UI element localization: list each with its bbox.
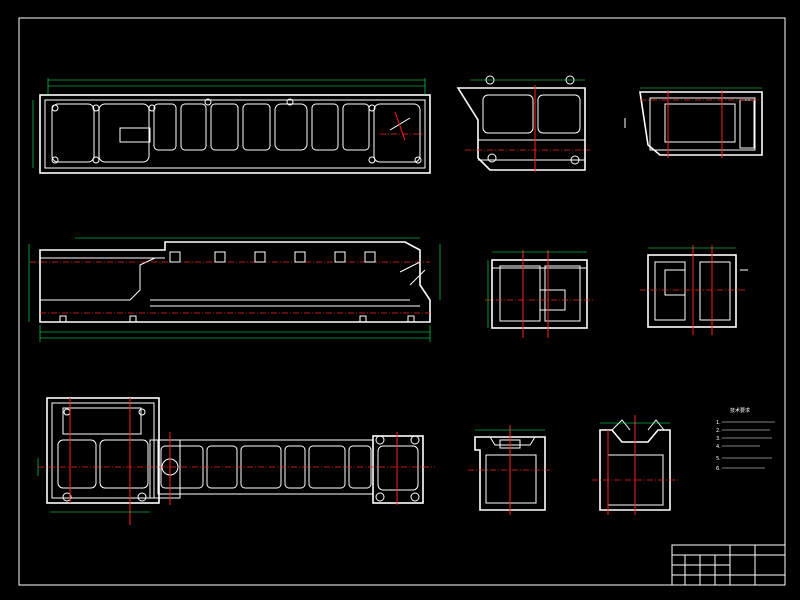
section-d bbox=[640, 245, 748, 335]
note-5: 5. bbox=[716, 456, 721, 462]
note-6: 6. bbox=[716, 466, 721, 472]
technical-notes: 技术要求 1. 2. 3. 4. 5. 6. bbox=[716, 407, 775, 472]
front-view bbox=[28, 237, 441, 342]
note-4: 4. bbox=[716, 444, 721, 450]
section-a bbox=[456, 75, 590, 172]
plan-view bbox=[37, 397, 435, 525]
section-f bbox=[592, 415, 678, 515]
section-b bbox=[624, 87, 763, 158]
section-c bbox=[485, 250, 595, 338]
title-block bbox=[671, 544, 786, 586]
notes-title: 技术要求 bbox=[730, 407, 750, 414]
note-2: 2. bbox=[716, 428, 721, 434]
top-view bbox=[32, 78, 431, 174]
note-1: 1. bbox=[716, 420, 721, 426]
section-e bbox=[468, 425, 550, 515]
sheet-border bbox=[18, 17, 786, 586]
note-3: 3. bbox=[716, 436, 721, 442]
